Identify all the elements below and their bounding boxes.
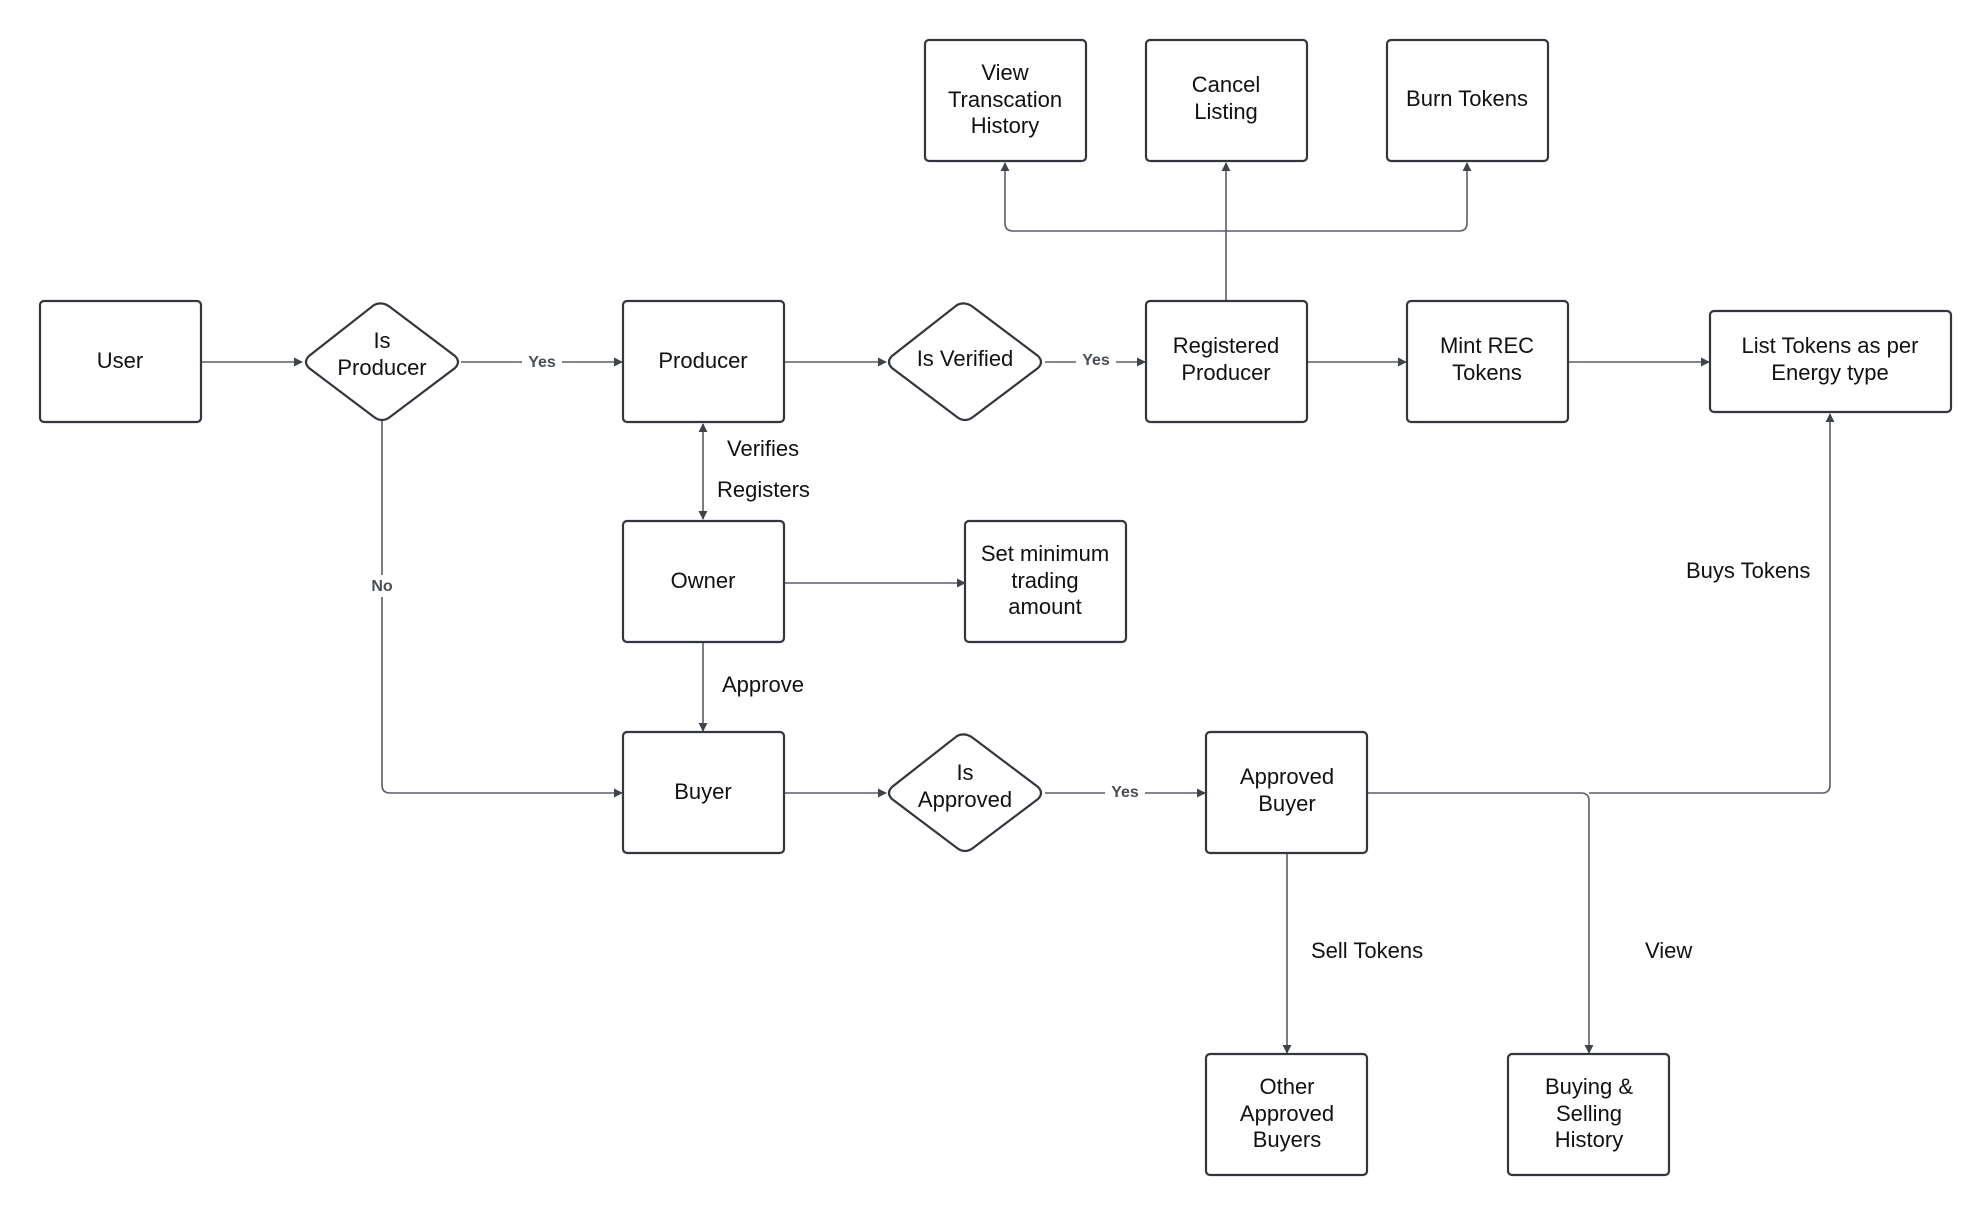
node-is-producer-line-1: Is [373,328,390,353]
node-mint-rec-tokens-line-1: Mint REC [1440,333,1534,358]
node-is-approved-line-1: Is [956,760,973,785]
node-list-tokens-line-2: Energy type [1771,360,1888,385]
node-list-tokens-line-1: List Tokens as per [1742,333,1919,358]
node-is-producer-line-2: Producer [337,355,426,380]
node-cancel-listing-line-1: Cancel [1192,72,1260,97]
node-is-verified-line-1: Is Verified [917,346,1014,371]
edge-label-yes-producer: Yes [528,354,556,371]
node-other-approved-buyers-line-3: Buyers [1253,1127,1321,1152]
node-buying-selling-history[interactable]: Buying & Selling History [1506,1052,1671,1177]
node-mint-rec-tokens-line-2: Tokens [1452,360,1522,385]
node-burn-tokens[interactable]: Burn Tokens [1385,38,1550,163]
node-view-transaction-history-line-2: Transcation [948,87,1062,112]
edge-label-approve: Approve [722,672,804,697]
node-buying-selling-history-line-3: History [1555,1127,1623,1152]
edge-label-view: View [1645,938,1692,963]
node-registered-producer-line-1: Registered [1173,333,1279,358]
node-registered-producer[interactable]: Registered Producer [1144,299,1309,424]
node-other-approved-buyers[interactable]: Other Approved Buyers [1204,1052,1369,1177]
node-owner[interactable]: Owner [621,519,786,644]
node-producer[interactable]: Producer [621,299,786,424]
node-other-approved-buyers-line-2: Approved [1240,1101,1334,1126]
node-set-minimum-trading-amount[interactable]: Set minimum trading amount [963,519,1128,644]
node-view-transaction-history[interactable]: View Transcation History [923,38,1088,163]
edge-label-yes-approved: Yes [1111,784,1139,801]
node-view-transaction-history-line-1: View [981,60,1028,85]
edge-is-producer-to-buyer [381,421,623,798]
node-cancel-listing-line-2: Listing [1194,99,1258,124]
edge-label-registers: Registers [717,477,810,502]
edge-approved-buyer-to-list-tokens [1589,413,1835,794]
node-cancel-listing[interactable]: Cancel Listing [1144,38,1309,163]
edge-to-burn-tokens [1226,162,1472,232]
node-user-line-1: User [97,348,143,373]
node-owner-line-1: Owner [671,568,736,593]
edge-approved-buyer-to-history [1368,792,1594,1054]
edge-label-yes-verified: Yes [1082,352,1110,369]
node-is-approved[interactable]: Is Approved [887,733,1043,853]
edge-to-view-history [1000,162,1226,232]
node-set-minimum-line-3: amount [1008,594,1081,619]
edge-labels: Yes No Yes Yes Verifies Registers Approv… [366,351,1810,963]
edges [201,162,1835,1054]
node-approved-buyer[interactable]: Approved Buyer [1204,730,1369,855]
edge-label-no-producer: No [371,578,393,595]
node-buyer-line-1: Buyer [674,779,731,804]
node-is-producer[interactable]: Is Producer [304,302,460,422]
node-list-tokens[interactable]: List Tokens as per Energy type [1708,309,1953,414]
edge-label-verifies: Verifies [727,436,799,461]
node-is-verified[interactable]: Is Verified [887,302,1043,422]
node-mint-rec-tokens[interactable]: Mint REC Tokens [1405,299,1570,424]
node-buying-selling-history-line-1: Buying & [1545,1074,1633,1099]
nodes: View Transcation History Cancel Listing … [38,38,1953,1177]
edge-label-buys-tokens: Buys Tokens [1686,558,1810,583]
node-view-transaction-history-line-3: History [971,113,1039,138]
node-approved-buyer-line-2: Buyer [1258,791,1315,816]
node-registered-producer-line-2: Producer [1181,360,1270,385]
node-approved-buyer-line-1: Approved [1240,764,1334,789]
node-other-approved-buyers-line-1: Other [1259,1074,1314,1099]
node-set-minimum-line-1: Set minimum [981,541,1109,566]
node-user[interactable]: User [38,299,203,424]
edge-label-sell-tokens: Sell Tokens [1311,938,1423,963]
node-buying-selling-history-line-2: Selling [1556,1101,1622,1126]
node-set-minimum-line-2: trading [1011,568,1078,593]
node-is-approved-line-2: Approved [918,787,1012,812]
node-buyer[interactable]: Buyer [621,730,786,855]
node-burn-tokens-line-1: Burn Tokens [1406,86,1528,111]
node-producer-line-1: Producer [658,348,747,373]
